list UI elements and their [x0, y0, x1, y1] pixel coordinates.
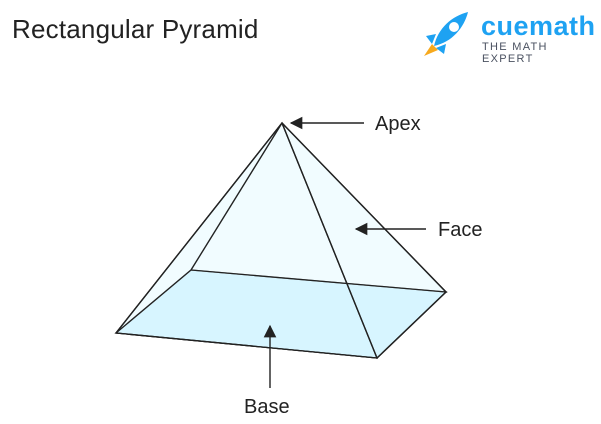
face-label: Face — [438, 219, 482, 241]
page-title: Rectangular Pyramid — [12, 14, 259, 44]
apex-label: Apex — [375, 113, 421, 135]
rocket-icon — [424, 12, 468, 56]
base-label: Base — [244, 396, 290, 418]
pyramid-edges — [115, 122, 447, 359]
brand-name: cuemath — [481, 11, 596, 41]
brand-logo: cuemath THE MATH EXPERT — [418, 8, 596, 65]
brand-tagline: THE MATH EXPERT — [482, 41, 548, 65]
